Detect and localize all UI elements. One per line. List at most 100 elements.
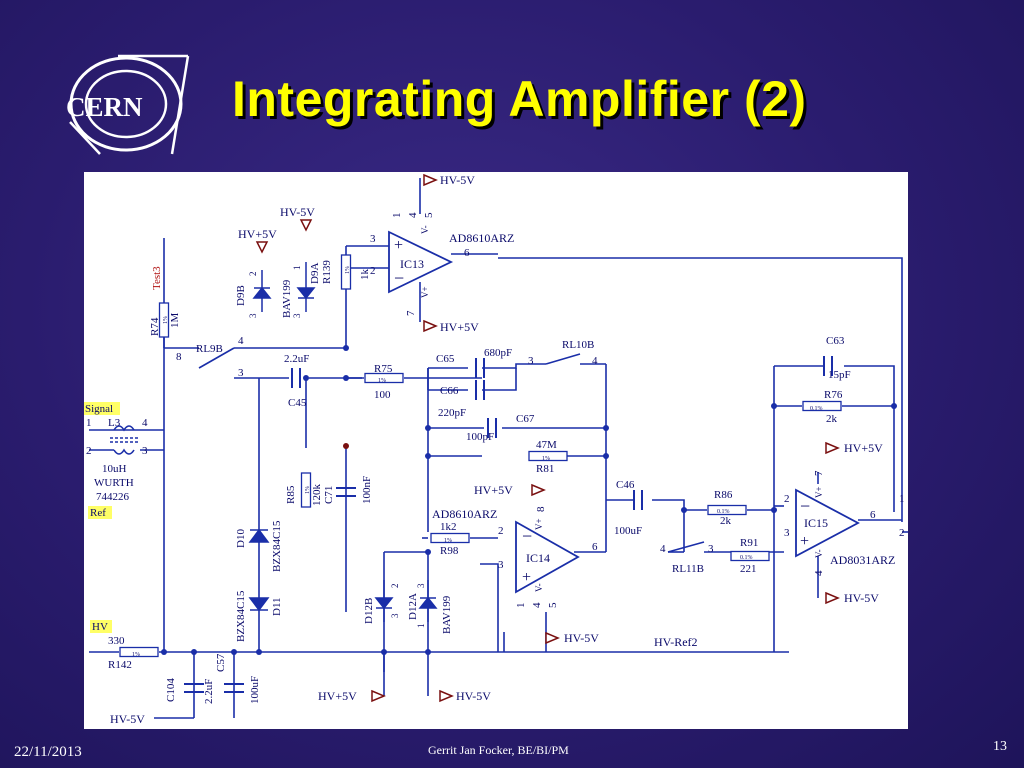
port-arrow xyxy=(371,690,385,702)
pin-label: 8 xyxy=(535,506,547,512)
pin-label: 4 xyxy=(238,335,244,347)
pin-label: 3 xyxy=(528,355,534,367)
r75-ref: R75 xyxy=(374,363,393,375)
pin-label: 4 xyxy=(592,355,598,367)
r85-tol: 1% xyxy=(305,486,311,494)
logo-line-2 xyxy=(170,55,190,155)
port-hv-m5-d9: HV-5V xyxy=(280,205,315,219)
junction-dot xyxy=(425,549,431,555)
pin-label: 6 xyxy=(464,247,470,259)
logo-text: CERN xyxy=(66,92,143,122)
r91-value: 221 xyxy=(740,563,757,575)
r98-tol: 1% xyxy=(444,538,452,544)
port-arrow xyxy=(423,320,437,332)
pin-label: 2 xyxy=(248,272,258,277)
c65-symbol xyxy=(475,358,485,378)
junction-dot xyxy=(381,649,387,655)
ic14-vp: V+ xyxy=(534,518,544,530)
port-hv-m5-bot: HV-5V xyxy=(456,689,491,703)
pin-label: 3 xyxy=(784,527,790,539)
port-hv-m5-left: HV-5V xyxy=(110,712,145,726)
ic15-minus: − xyxy=(800,496,810,516)
pin-label: 5 xyxy=(547,602,559,608)
d9b-ref: D9B xyxy=(235,285,247,306)
net-test3: Test3 xyxy=(151,266,163,290)
net-hv-ref2: HV-Ref2 xyxy=(654,635,698,649)
pin-label: 5 xyxy=(423,212,435,218)
slide-title: Integrating Amplifier (2) xyxy=(232,71,807,127)
ic14-vm: V- xyxy=(534,583,544,592)
footer-page-number: 13 xyxy=(993,739,1007,754)
c67-symbol xyxy=(487,418,497,438)
ic13-symbol xyxy=(388,230,454,294)
c71-symbol xyxy=(336,487,356,497)
r81-value: 47M xyxy=(536,439,557,451)
pin-label: 6 xyxy=(870,509,876,521)
junction-dot xyxy=(191,649,197,655)
junction-dot xyxy=(425,649,431,655)
port-hv-p5-bot: HV+5V xyxy=(318,689,357,703)
r142-ref: R142 xyxy=(108,659,132,671)
ic13-vp: V+ xyxy=(420,286,430,298)
port-arrow xyxy=(423,174,437,186)
d12b-ref: D12B xyxy=(363,598,375,624)
pin-label: 4 xyxy=(531,602,543,608)
pin-label: 4 xyxy=(813,570,825,576)
ic15-part: AD8031ARZ xyxy=(830,553,895,567)
pin-label: 4 xyxy=(660,543,666,555)
d12a-ref: D12A xyxy=(407,593,419,620)
pin-label: 3 xyxy=(370,233,376,245)
r139-ref: R139 xyxy=(321,260,333,284)
r74-ref: R74 xyxy=(149,317,161,336)
r76-ref: R76 xyxy=(824,389,843,401)
junction-dot xyxy=(425,425,431,431)
ic13-plus: + xyxy=(394,237,403,254)
schematic-panel: + − IC13 AD8610ARZ V- V+ 1 4 5 3 2 6 7 −… xyxy=(84,172,908,729)
c63-ref: C63 xyxy=(826,335,845,347)
c46-value: 100uF xyxy=(614,525,642,537)
ic13-minus: − xyxy=(394,268,404,288)
r75-tol: 1% xyxy=(378,378,386,384)
port-arrow xyxy=(545,632,559,644)
pin-label: 2 xyxy=(390,584,400,589)
r81-ref: R81 xyxy=(536,463,554,475)
r76-value: 2k xyxy=(826,413,838,425)
cern-logo: CERN xyxy=(66,54,190,155)
ic13-part: AD8610ARZ xyxy=(449,231,514,245)
c66-ref: C66 xyxy=(440,385,459,397)
r85-ref: R85 xyxy=(285,485,297,504)
pin-label: 1 xyxy=(515,603,527,609)
pin-label: 1 xyxy=(416,624,426,629)
pin-label: 8 xyxy=(176,351,182,363)
d10-part: BZX84C15 xyxy=(271,520,283,572)
d9a-part: BAV199 xyxy=(281,279,293,318)
c66-value: 220pF xyxy=(438,407,466,419)
r86-value: 2k xyxy=(720,515,732,527)
r74-tol: 1% xyxy=(163,316,169,324)
pin-label: 2 xyxy=(86,445,92,457)
c66-symbol xyxy=(475,380,485,400)
footer-author: Gerrit Jan Focker, BE/BI/PM xyxy=(428,743,569,757)
c71-ref: C71 xyxy=(323,486,335,504)
r86-ref: R86 xyxy=(714,489,733,501)
l3-value: 10uH xyxy=(102,463,127,475)
ic14-minus: − xyxy=(522,526,532,546)
pin-label: 3 xyxy=(708,543,714,555)
c67-ref: C67 xyxy=(516,413,535,425)
pin-label: 2 xyxy=(498,525,504,537)
pin-label: 1 xyxy=(292,266,302,271)
c57-value: 100uF xyxy=(249,676,261,704)
rl11b-ref: RL11B xyxy=(672,563,704,575)
d11-symbol xyxy=(248,597,270,612)
ref-highlight xyxy=(88,506,112,519)
pin-label: 1 xyxy=(86,417,92,429)
c45-ref: C45 xyxy=(288,397,307,409)
pin-label: 3 xyxy=(416,583,426,588)
c57-ref: C57 xyxy=(215,653,227,672)
port-arrow xyxy=(300,219,312,231)
ic15-symbol xyxy=(795,488,860,558)
ic15-ref: IC15 xyxy=(804,516,828,530)
rl9b-ref: RL9B xyxy=(196,343,223,355)
ic13-vm: V- xyxy=(420,225,430,234)
r76-tol: 0.1% xyxy=(810,406,823,412)
